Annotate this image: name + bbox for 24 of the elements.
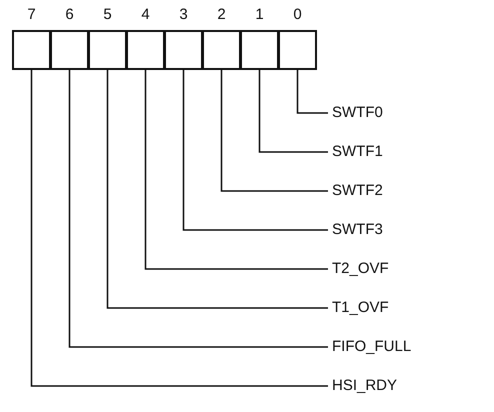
bit-label: FIFO_FULL [332, 338, 412, 356]
bit-number: 7 [26, 6, 37, 23]
bit-number: 3 [178, 6, 189, 23]
leader-line [182, 70, 328, 231]
bit-number: 4 [140, 6, 151, 23]
leader-line [68, 70, 328, 348]
bit-label: T1_OVF [332, 299, 389, 317]
bit-number: 1 [254, 6, 265, 23]
bit-label: SWTF3 [332, 221, 383, 239]
bit-label: HSI_RDY [332, 377, 398, 395]
bit-label: SWTF2 [332, 182, 383, 200]
bit-label: T2_OVF [332, 260, 389, 278]
leader-line [144, 70, 328, 270]
leader-line [220, 70, 328, 192]
bit-label: SWTF0 [332, 104, 383, 122]
bit-number: 6 [64, 6, 75, 23]
bit-number: 5 [102, 6, 113, 23]
leader-line [296, 70, 328, 114]
leader-line [106, 70, 328, 309]
leader-line [258, 70, 328, 153]
bit-label: SWTF1 [332, 143, 383, 161]
bit-number: 2 [216, 6, 227, 23]
leader-line [30, 70, 328, 387]
bit-number: 0 [292, 6, 303, 23]
